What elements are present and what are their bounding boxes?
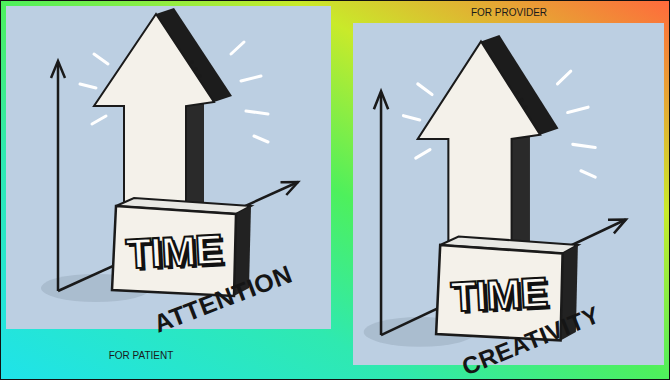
panel-heading: FOR PROVIDER <box>471 8 547 18</box>
provider-panel: FOR PROVIDERTIMECREATIVITY <box>353 23 664 365</box>
block-label: TIME <box>125 229 223 276</box>
block-label: TIME <box>450 272 548 319</box>
patient-panel: TIMEATTENTIONFOR PATIENT <box>6 6 331 329</box>
panel-heading: FOR PATIENT <box>109 351 174 361</box>
